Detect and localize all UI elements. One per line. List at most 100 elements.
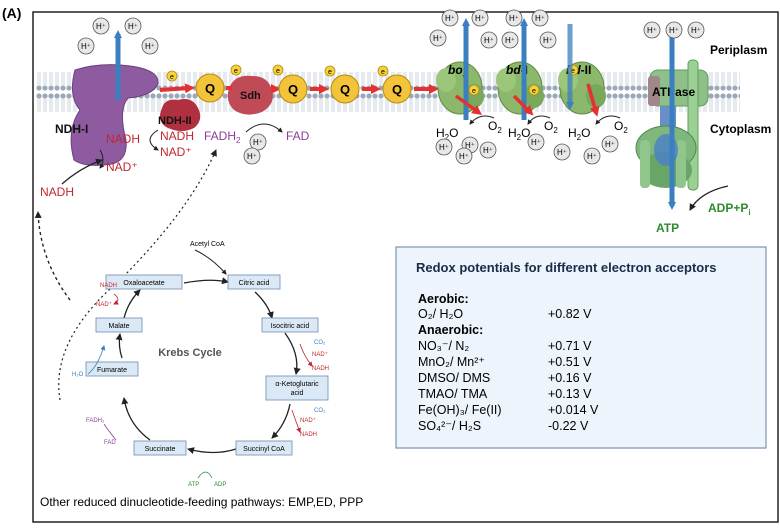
electron-arrow-bo3 xyxy=(454,94,483,115)
side-arrow-4 xyxy=(87,345,106,375)
cycle-arrow-4 xyxy=(271,403,291,439)
sdh-label: Sdh xyxy=(240,90,261,102)
svg-text:H⁺: H⁺ xyxy=(459,152,469,161)
h2o-label-bd1: H2O xyxy=(508,126,530,142)
nadh-input-arrow xyxy=(61,158,103,185)
svg-text:e: e xyxy=(170,74,174,81)
aerobic-potential-0: +0.82 V xyxy=(548,307,592,321)
h2o-label-bo3: H2O xyxy=(436,126,458,142)
svg-text:Succinate: Succinate xyxy=(145,446,176,453)
quinone-1: Q xyxy=(195,73,225,103)
ndh2-label: NDH-II xyxy=(158,115,192,127)
side-atp: ATP xyxy=(188,482,199,488)
electron-2: e xyxy=(230,64,242,76)
proton-20: H⁺ xyxy=(455,147,473,165)
proton-13: H⁺ xyxy=(643,21,661,39)
svg-text:Isocitric acid: Isocitric acid xyxy=(271,323,310,330)
svg-text:Malate: Malate xyxy=(108,323,129,330)
side-h2o: H₂O xyxy=(72,372,84,378)
node-fumarate: Fumarate xyxy=(85,361,139,377)
svg-text:H⁺: H⁺ xyxy=(253,138,263,147)
sdh-oxidation-arrow xyxy=(245,123,283,133)
proton-11: H⁺ xyxy=(501,31,519,49)
svg-text:e: e xyxy=(472,88,476,95)
anaerobic-potential-0: +0.71 V xyxy=(548,339,592,353)
acetyl-coa-label: Acetyl CoA xyxy=(190,241,225,248)
node-citric-acid: Citric acid xyxy=(227,274,281,290)
svg-text:H⁺: H⁺ xyxy=(439,143,449,152)
electron-1: e xyxy=(166,70,178,82)
bd1-oxidase: bd-I xyxy=(496,61,544,115)
sdh-complex: Sdh xyxy=(227,75,273,115)
svg-text:e: e xyxy=(381,69,385,76)
svg-text:Succinyl CoA: Succinyl CoA xyxy=(243,446,285,453)
quinone-3: Q xyxy=(330,74,360,104)
panel-label: (A) xyxy=(2,5,21,21)
fadh2-label: FADH2 xyxy=(204,129,241,145)
footer-note: Other reduced dinucleotide-feeding pathw… xyxy=(40,495,363,509)
svg-text:Q: Q xyxy=(205,81,215,96)
proton-16: H⁺ xyxy=(249,133,267,151)
proton-3: H⁺ xyxy=(124,17,142,35)
side-nadh-2: NADH xyxy=(312,366,329,372)
svg-text:acid: acid xyxy=(291,390,304,397)
side-arrow-6 xyxy=(197,471,213,479)
proton-14: H⁺ xyxy=(665,21,683,39)
anaerobic-potential-1: +0.51 V xyxy=(548,355,592,369)
nadh-label-ndh2: NADH xyxy=(160,129,194,143)
svg-text:H⁺: H⁺ xyxy=(605,140,615,149)
proton-6: H⁺ xyxy=(471,9,489,27)
svg-text:H⁺: H⁺ xyxy=(543,36,553,45)
svg-text:H⁺: H⁺ xyxy=(145,42,155,51)
acetyl-coa-arrow xyxy=(194,249,227,275)
svg-text:e: e xyxy=(276,68,280,75)
anaerobic-potential-4: +0.014 V xyxy=(548,403,599,417)
svg-text:H⁺: H⁺ xyxy=(484,36,494,45)
anaerobic-acceptor-1: MnO₂/ Mn²⁺ xyxy=(418,355,485,369)
node-malate: Malate xyxy=(95,317,143,333)
electron-6: e xyxy=(468,84,480,96)
anaerobic-potential-2: +0.16 V xyxy=(548,371,592,385)
svg-text:H⁺: H⁺ xyxy=(587,152,597,161)
proton-10: H⁺ xyxy=(531,9,549,27)
nad-label-ndh2: NAD⁺ xyxy=(160,145,192,159)
proton-15: H⁺ xyxy=(687,21,705,39)
h2o-label-bd2: H2O xyxy=(568,126,590,142)
side-arrow-3 xyxy=(291,409,301,433)
krebs-to-nadh-dotted-arrow xyxy=(34,211,71,301)
svg-text:H⁺: H⁺ xyxy=(535,14,545,23)
side-arrow-2 xyxy=(299,343,313,367)
proton-1: H⁺ xyxy=(92,17,110,35)
proton-2: H⁺ xyxy=(77,37,95,55)
electron-arrow-1 xyxy=(159,83,195,94)
quinone-2: Q xyxy=(278,74,308,104)
proton-22: H⁺ xyxy=(527,133,545,151)
svg-text:Q: Q xyxy=(288,82,298,97)
proton-5: H⁺ xyxy=(441,9,459,27)
svg-text:Q: Q xyxy=(340,82,350,97)
o2-label-bo3: O2 xyxy=(488,119,502,135)
o2-reduction-arrow-2 xyxy=(527,115,551,125)
node-succinyl-coa: Succinyl CoA xyxy=(235,440,293,456)
proton-9: H⁺ xyxy=(505,9,523,27)
svg-text:Oxaloacetate: Oxaloacetate xyxy=(123,280,164,287)
svg-text:H⁺: H⁺ xyxy=(475,14,485,23)
proton-25: H⁺ xyxy=(601,135,619,153)
svg-text:Fumarate: Fumarate xyxy=(97,367,127,374)
node-oxaloacetate: Oxaloacetate xyxy=(105,274,183,290)
krebs-cycle: Acetyl CoA Krebs Cycle Oxaloacetate Citr… xyxy=(72,241,329,488)
anaerobic-acceptor-2: DMSO/ DMS xyxy=(418,371,490,385)
svg-text:e: e xyxy=(234,68,238,75)
proton-circles: H⁺ H⁺ H⁺ H⁺ H⁺ H⁺ H⁺ H⁺ H⁺ H⁺ H⁺ H⁺ H⁺ H… xyxy=(77,9,705,165)
proton-8: H⁺ xyxy=(480,31,498,49)
electron-4: e xyxy=(324,65,336,77)
side-co2-1: CO₂ xyxy=(314,340,326,346)
o2-label-bd1: O2 xyxy=(544,119,558,135)
periplasm-label: Periplasm xyxy=(710,43,767,57)
cycle-arrow-1 xyxy=(183,277,229,285)
svg-text:H⁺: H⁺ xyxy=(81,42,91,51)
svg-text:H⁺: H⁺ xyxy=(433,34,443,43)
proton-24: H⁺ xyxy=(583,147,601,165)
atp-synthesis-arrow xyxy=(689,185,729,211)
